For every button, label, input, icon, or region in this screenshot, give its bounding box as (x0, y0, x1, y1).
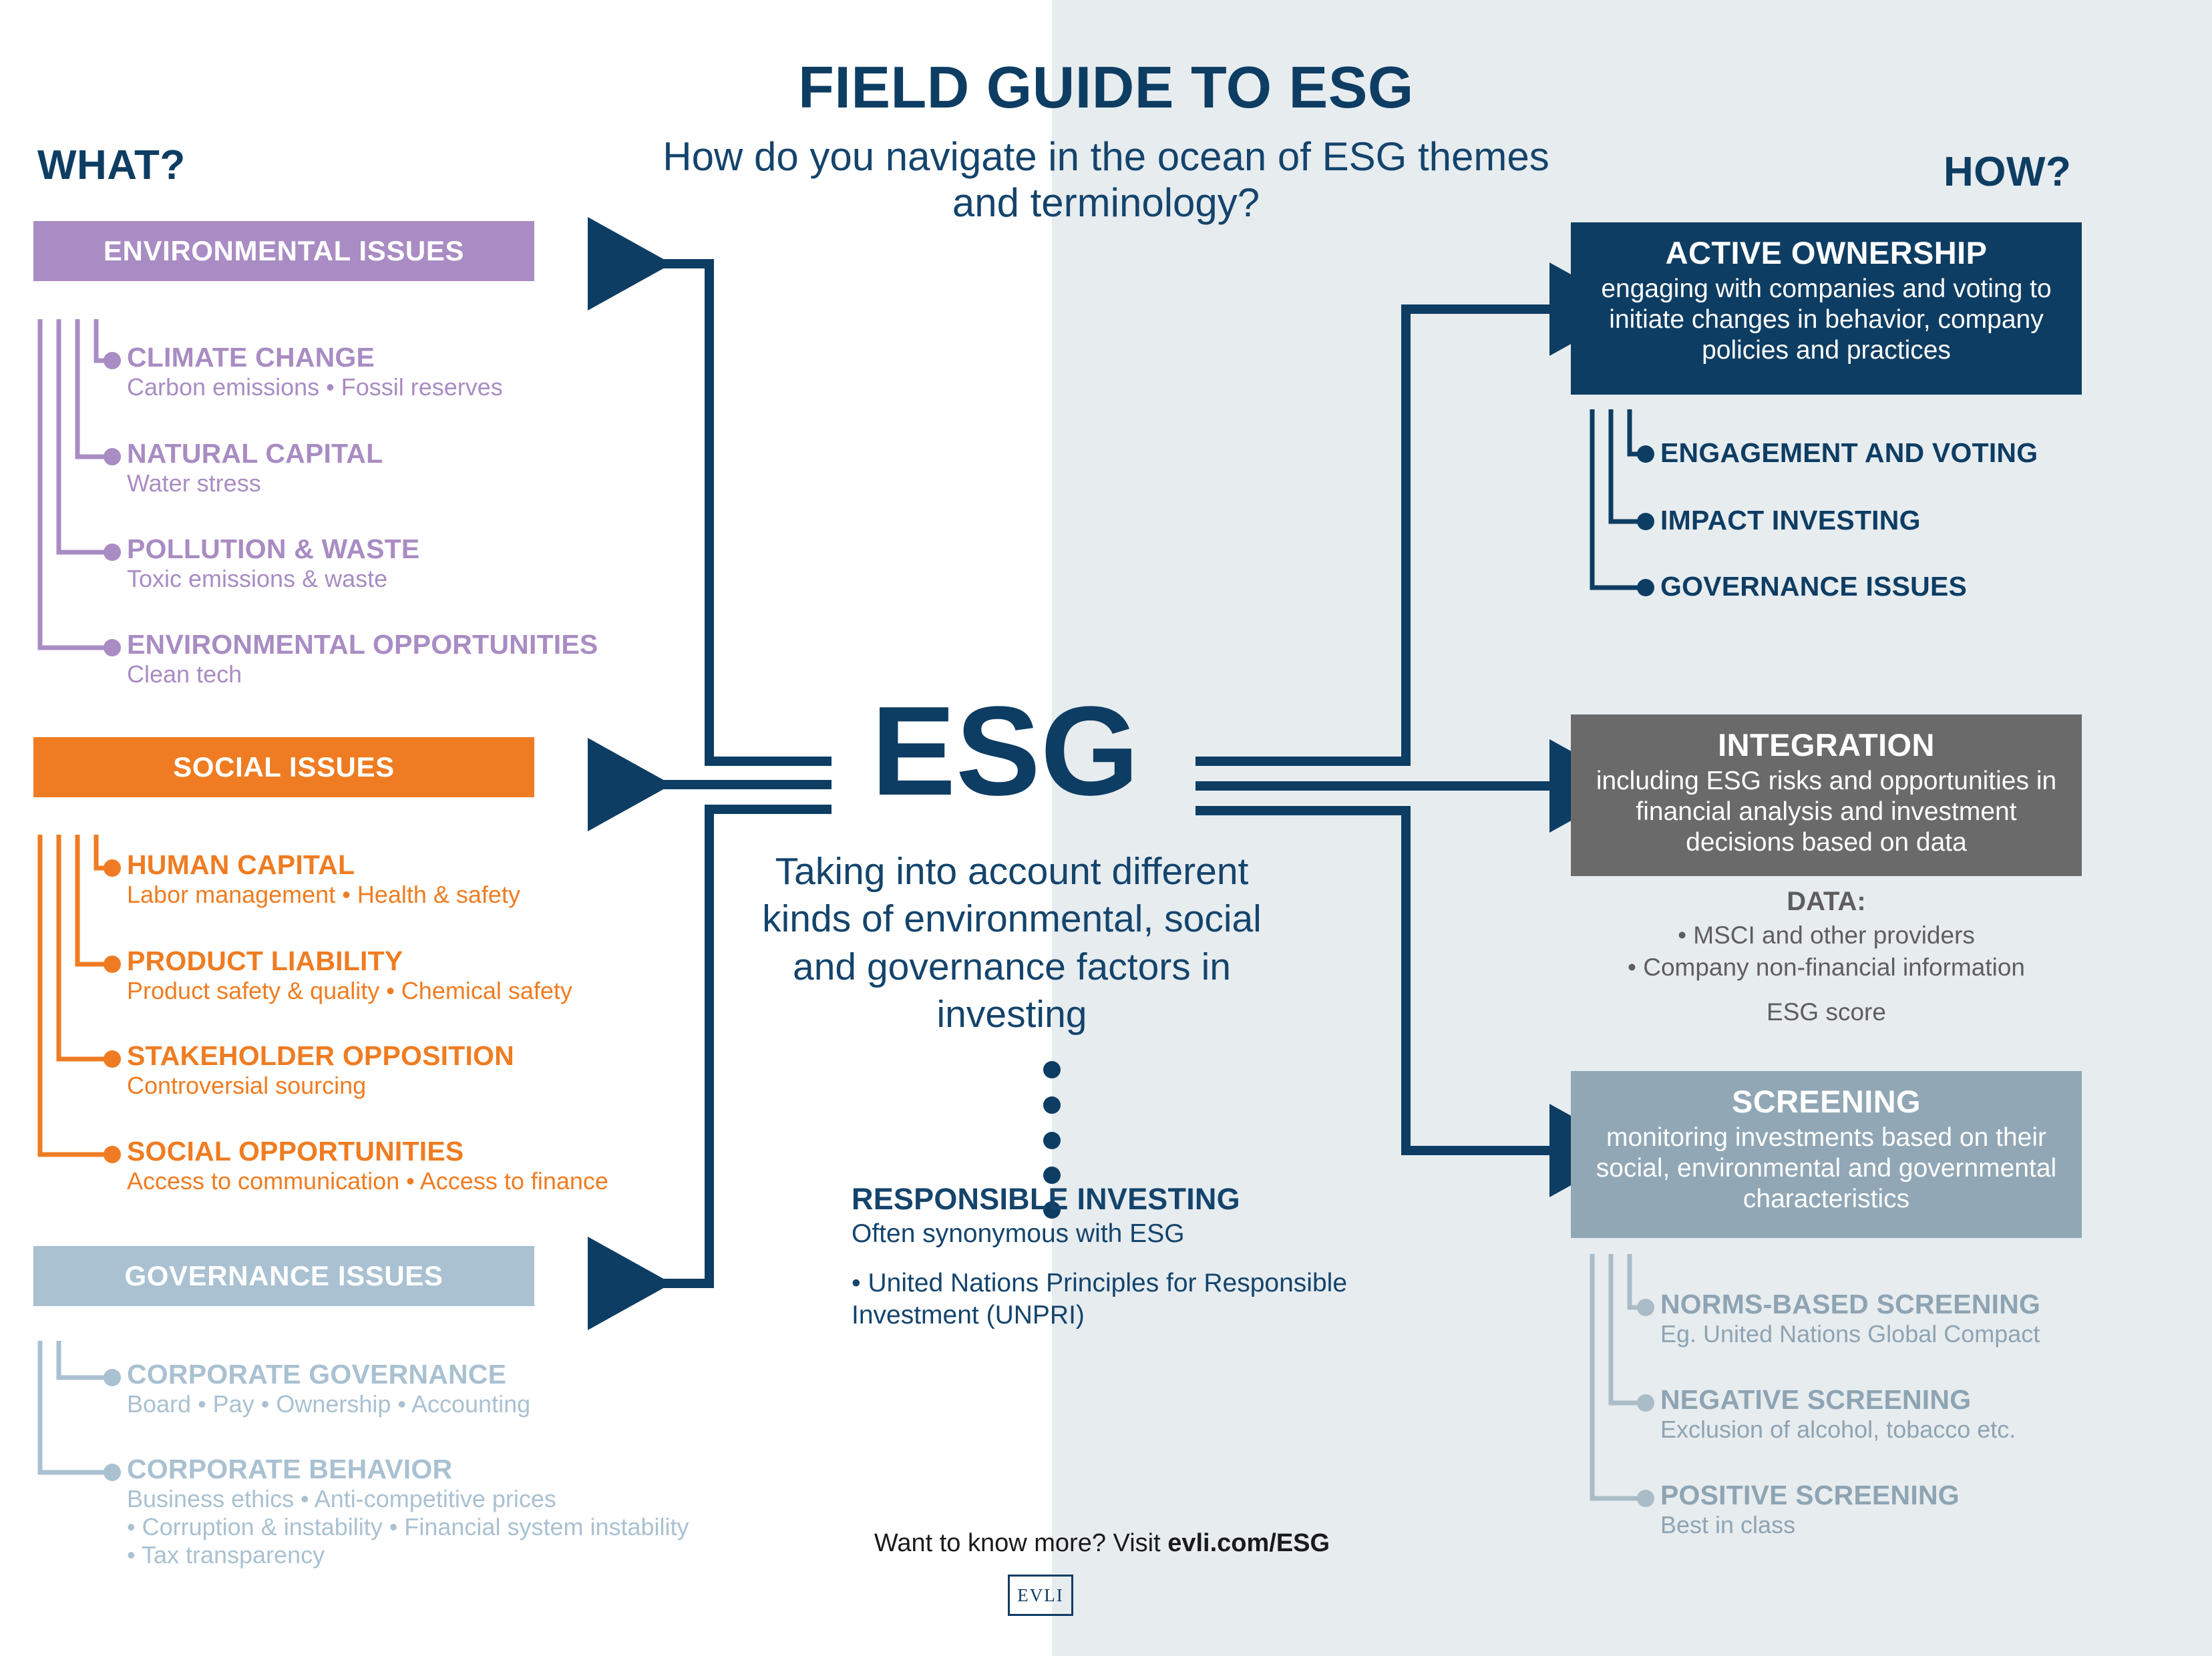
item-desc: Controversial sourcing (127, 1072, 367, 1099)
category-bar-environmental[interactable]: ENVIRONMENTAL ISSUES (33, 221, 534, 281)
method-box-screening[interactable]: SCREENING monitoring investments based o… (1571, 1071, 2082, 1238)
item-desc: Board • Pay • Ownership • Accounting (127, 1390, 531, 1418)
item-impact-investing: IMPACT INVESTING (1660, 505, 1921, 536)
item-corporate-behavior: CORPORATE BEHAVIOR Business ethics • Ant… (127, 1454, 741, 1569)
esg-score-label: ESG score (1767, 998, 1886, 1026)
esg-definition: Taking into account different kinds of e… (762, 850, 1262, 1036)
item-title: STAKEHOLDER OPPOSITION (127, 1040, 514, 1071)
responsible-investing-subtitle: Often synonymous with ESG (852, 1219, 1185, 1248)
box-desc: engaging with companies and voting to in… (1601, 274, 2052, 365)
item-natural-capital: NATURAL CAPITAL Water stress (127, 438, 383, 497)
item-title: HUMAN CAPITAL (127, 849, 355, 880)
category-bar-social[interactable]: SOCIAL ISSUES (33, 737, 534, 797)
page-title: FIELD GUIDE TO ESG (798, 54, 1414, 120)
responsible-investing-title: RESPONSIBLE INVESTING (852, 1182, 1240, 1216)
item-pollution-waste: POLLUTION & WASTE Toxic emissions & wast… (127, 534, 419, 593)
evli-logo: EVLI (1008, 1575, 1073, 1616)
item-social-opportunities: SOCIAL OPPORTUNITIES Access to communica… (127, 1136, 608, 1195)
esg-acronym: ESG (871, 680, 1139, 822)
item-title: NORMS-BASED SCREENING (1660, 1289, 2041, 1319)
data-line-msci: • MSCI and other providers (1678, 921, 1975, 949)
item-desc: Water stress (127, 469, 261, 497)
item-product-liability: PRODUCT LIABILITY Product safety & quali… (127, 946, 572, 1005)
item-title: POSITIVE SCREENING (1660, 1480, 1960, 1510)
item-title: PRODUCT LIABILITY (127, 946, 403, 976)
box-desc: monitoring investments based on their so… (1596, 1123, 2057, 1214)
item-title: CORPORATE GOVERNANCE (127, 1359, 507, 1390)
integration-data-block: DATA: • MSCI and other providers • Compa… (1571, 887, 2082, 1026)
responsible-investing-bullet: • United Nations Principles for Responsi… (852, 1269, 1348, 1329)
item-desc: Access to communication • Access to fina… (127, 1167, 608, 1195)
item-positive-screening: POSITIVE SCREENING Best in class (1660, 1480, 1960, 1539)
data-line-company: • Company non-financial information (1628, 954, 2025, 982)
item-desc: Product safety & quality • Chemical safe… (127, 977, 572, 1004)
box-title: SCREENING (1731, 1084, 1921, 1119)
method-box-integration[interactable]: INTEGRATION including ESG risks and oppo… (1571, 714, 2082, 876)
responsible-investing-block: RESPONSIBLE INVESTING Often synonymous w… (852, 1182, 1359, 1331)
footer-link[interactable]: evli.com/ESG (1167, 1529, 1330, 1557)
item-corporate-governance: CORPORATE GOVERNANCE Board • Pay • Owner… (127, 1359, 530, 1418)
item-norms-based-screening: NORMS-BASED SCREENING Eg. United Nations… (1660, 1289, 2040, 1348)
item-desc: Eg. United Nations Global Compact (1660, 1320, 2040, 1348)
item-stakeholder-opposition: STAKEHOLDER OPPOSITION Controversial sou… (127, 1040, 514, 1100)
footer-note-prefix: Want to know more? Visit (874, 1529, 1168, 1557)
item-title: CORPORATE BEHAVIOR (127, 1454, 453, 1484)
item-desc: Clean tech (127, 660, 242, 688)
item-title: ENVIRONMENTAL OPPORTUNITIES (127, 629, 598, 660)
page-subtitle: How do you navigate in the ocean of ESG … (663, 134, 1549, 225)
method-box-active-ownership[interactable]: ACTIVE OWNERSHIP engaging with companies… (1571, 222, 2082, 395)
box-title: ACTIVE OWNERSHIP (1665, 235, 1988, 270)
box-desc: including ESG risks and opportunities in… (1596, 767, 2057, 857)
item-desc: Labor management • Health & safety (127, 881, 520, 908)
item-desc: Exclusion of alcohol, tobacco etc. (1660, 1416, 2016, 1443)
box-title: INTEGRATION (1718, 727, 1935, 763)
category-bar-governance[interactable]: GOVERNANCE ISSUES (33, 1246, 534, 1306)
item-desc: Toxic emissions & waste (127, 565, 388, 592)
item-title: POLLUTION & WASTE (127, 534, 420, 564)
item-environmental-opportunities: ENVIRONMENTAL OPPORTUNITIES Clean tech (127, 629, 598, 688)
what-side-label: WHAT? (37, 142, 186, 188)
item-climate-change: CLIMATE CHANGE Carbon emissions • Fossil… (127, 342, 503, 401)
footer-note: Want to know more? Visit evli.com/ESG (668, 1529, 1536, 1558)
data-label: DATA: (1787, 887, 1866, 916)
item-negative-screening: NEGATIVE SCREENING Exclusion of alcohol,… (1660, 1384, 2016, 1444)
item-title: NEGATIVE SCREENING (1660, 1384, 1972, 1415)
item-desc: Business ethics • Anti-competitive price… (127, 1485, 689, 1569)
item-title: NATURAL CAPITAL (127, 438, 383, 469)
how-side-label: HOW? (1944, 149, 2072, 195)
item-desc: Carbon emissions • Fossil reserves (127, 373, 503, 401)
item-governance-issues-how: GOVERNANCE ISSUES (1660, 571, 1968, 602)
item-desc: Best in class (1660, 1511, 1796, 1538)
item-engagement-and-voting: ENGAGEMENT AND VOTING (1660, 437, 2038, 468)
item-title: SOCIAL OPPORTUNITIES (127, 1136, 464, 1167)
item-human-capital: HUMAN CAPITAL Labor management • Health … (127, 849, 520, 909)
item-title: CLIMATE CHANGE (127, 342, 375, 373)
